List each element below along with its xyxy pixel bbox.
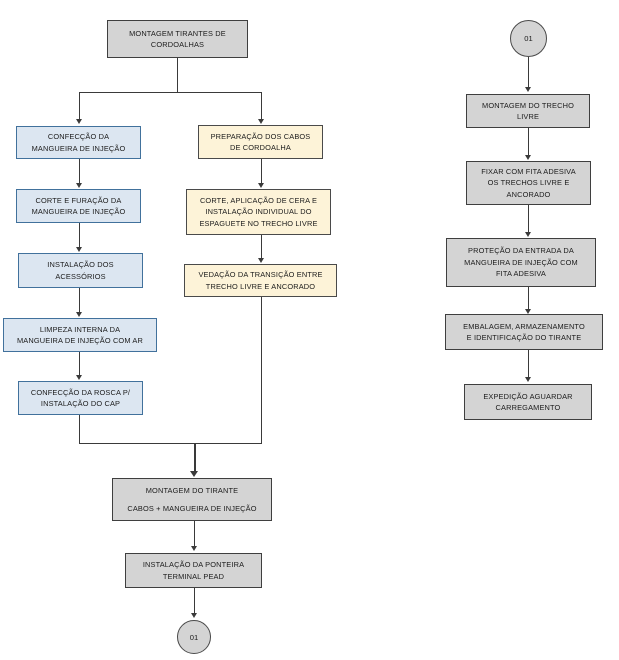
connector-merge-bar — [79, 443, 262, 445]
node-instalacao-dos-acessorios[interactable]: INSTALAÇÃO DOS ACESSÓRIOS — [18, 253, 143, 288]
connector-split-bar — [79, 92, 262, 94]
node-line: CORTE E FURAÇÃO DA — [35, 195, 122, 205]
node-line: MANGUEIRA DE INJEÇÃO COM — [464, 257, 578, 267]
arrow-to-montagem-do-tirante — [190, 471, 199, 477]
node-line: PROTEÇÃO DA ENTRADA DA — [468, 246, 574, 256]
arrow-to-instalacao-acessorios — [75, 247, 82, 252]
node-line: CONFECÇÃO DA — [47, 132, 110, 142]
node-line: CORDOALHAS — [150, 40, 205, 49]
node-protecao-da-entrada-da-mangueira-de-injecao[interactable]: PROTEÇÃO DA ENTRADA DA MANGUEIRA DE INJE… — [446, 238, 596, 287]
node-line: TERMINAL PEAD — [162, 571, 225, 581]
node-line: DE CORDOALHA — [230, 143, 291, 152]
node-instalacao-da-ponteira-terminal-pead[interactable]: INSTALAÇÃO DA PONTEIRA TERMINAL PEAD — [125, 553, 262, 588]
arrow-to-corte-furacao — [75, 183, 82, 188]
node-line: VEDAÇÃO DA TRANSIÇÃO ENTRE — [198, 270, 323, 280]
arrow-to-vedacao-transicao — [257, 258, 264, 263]
arrow-to-fixar-com-fita-adesiva — [524, 155, 531, 160]
connector-blue2-blue3 — [79, 223, 81, 248]
arrow-to-confeccao-mangueira — [75, 119, 82, 124]
node-montagem-do-tirante[interactable]: MONTAGEM DO TIRANTE CABOS + MANGUEIRA DE… — [112, 478, 272, 521]
connector-split-left — [79, 92, 81, 120]
node-montagem-tirantes-de-cordoalhas[interactable]: MONTAGEM TIRANTES DE CORDOALHAS — [107, 20, 248, 58]
node-corte-e-furacao-da-mangueira-de-injecao[interactable]: CORTE E FURAÇÃO DA MANGUEIRA DE INJEÇÃO — [16, 189, 141, 223]
node-line: MANGUEIRA DE INJEÇÃO COM AR — [16, 336, 143, 345]
connector-blue1-blue2 — [79, 159, 81, 184]
arrow-to-limpeza-interna — [75, 312, 82, 317]
node-line: CARREGAMENTO — [495, 403, 561, 412]
arrow-to-confeccao-rosca — [75, 375, 82, 380]
connector-yellow1-yellow2 — [261, 159, 263, 184]
arrow-to-corte-aplicacao-cera — [257, 183, 264, 188]
connector-merge-right-leg — [261, 297, 263, 444]
node-line: INSTALAÇÃO DO CAP — [40, 399, 121, 408]
node-line: EMBALAGEM, ARMAZENAMENTO — [463, 321, 585, 331]
node-confeccao-da-rosca-instalacao-do-cap[interactable]: CONFECÇÃO DA ROSCA P/ INSTALAÇÃO DO CAP — [18, 381, 143, 415]
connector-split-right — [261, 92, 263, 120]
node-line: INSTALAÇÃO INDIVIDUAL DO — [205, 207, 312, 217]
connector-yellow2-yellow3 — [261, 235, 263, 259]
node-corte-aplicacao-de-cera-instalacao-espaguete[interactable]: CORTE, APLICAÇÃO DE CERA E INSTALAÇÃO IN… — [186, 189, 331, 235]
connector-right1-right2 — [528, 128, 530, 156]
connector-blue4-blue5 — [79, 352, 81, 376]
arrow-to-protecao-da-entrada — [524, 232, 531, 237]
node-line: MONTAGEM TIRANTES DE — [129, 28, 226, 38]
node-line: E IDENTIFICAÇÃO DO TIRANTE — [466, 333, 582, 342]
node-preparacao-dos-cabos-de-cordoalha[interactable]: PREPARAÇÃO DOS CABOS DE CORDOALHA — [198, 125, 323, 159]
connector-right3-right4 — [528, 287, 530, 310]
node-montagem-do-trecho-livre[interactable]: MONTAGEM DO TRECHO LIVRE — [466, 94, 590, 128]
node-line: MONTAGEM DO TRECHO — [482, 100, 574, 110]
connector-merge-left-leg — [79, 415, 81, 444]
node-line: OS TRECHOS LIVRE E — [487, 178, 570, 188]
node-fixar-com-fita-adesiva-trechos-livre-e-ancorado[interactable]: FIXAR COM FITA ADESIVA OS TRECHOS LIVRE … — [466, 161, 591, 205]
connector-label: 01 — [524, 34, 533, 43]
arrow-to-connector-01-bottom — [190, 613, 197, 618]
connector-merge-trunk — [194, 443, 197, 473]
node-line: TRECHO LIVRE E ANCORADO — [205, 281, 316, 291]
arrow-to-preparacao-cabos — [257, 119, 264, 124]
connector-blue3-blue4 — [79, 288, 81, 313]
arrow-to-expedicao-aguardar-carregamento — [524, 377, 531, 382]
node-line: LIMPEZA INTERNA DA — [39, 324, 121, 334]
node-line: FITA ADESIVA — [496, 269, 546, 279]
connector-right2-right3 — [528, 205, 530, 233]
connector-merge1-merge2 — [194, 521, 196, 547]
node-vedacao-da-transicao-trecho-livre-e-ancorado[interactable]: VEDAÇÃO DA TRANSIÇÃO ENTRE TRECHO LIVRE … — [184, 264, 337, 297]
connector-circle-01-bottom[interactable]: 01 — [177, 620, 211, 654]
node-confeccao-da-mangueira-de-injecao[interactable]: CONFECÇÃO DA MANGUEIRA DE INJEÇÃO — [16, 126, 141, 159]
node-limpeza-interna-da-mangueira-de-injecao-com-ar[interactable]: LIMPEZA INTERNA DA MANGUEIRA DE INJEÇÃO … — [3, 318, 157, 352]
node-line: MANGUEIRA DE INJEÇÃO — [31, 143, 126, 153]
node-line: ANCORADO — [506, 189, 551, 199]
connector-circle-01-top[interactable]: 01 — [510, 20, 547, 57]
node-line: LIVRE — [516, 112, 540, 121]
node-line: ESPAGUETE NO TRECHO LIVRE — [199, 218, 318, 228]
node-line: EXPEDIÇÃO AGUARDAR — [483, 391, 573, 401]
node-embalagem-armazenamento-identificacao-do-tirante[interactable]: EMBALAGEM, ARMAZENAMENTO E IDENTIFICAÇÃO… — [445, 314, 603, 350]
arrow-to-embalagem-armazenamento — [524, 309, 531, 314]
node-line: FIXAR COM FITA ADESIVA — [481, 166, 576, 176]
node-line: MANGUEIRA DE INJEÇÃO — [31, 207, 126, 216]
arrow-to-instalacao-ponteira — [190, 546, 197, 551]
node-line: CORTE, APLICAÇÃO DE CERA E — [199, 195, 318, 205]
node-line: ACESSÓRIOS — [55, 271, 106, 281]
node-line: MONTAGEM DO TIRANTE — [145, 485, 239, 495]
connector-label: 01 — [189, 632, 199, 642]
node-expedicao-aguardar-carregamento[interactable]: EXPEDIÇÃO AGUARDAR CARREGAMENTO — [464, 384, 592, 420]
node-line: INSTALAÇÃO DOS — [47, 260, 114, 270]
connector-circle-to-right1 — [528, 57, 530, 88]
connector-right4-right5 — [528, 350, 530, 378]
node-line: CONFECÇÃO DA ROSCA P/ — [30, 387, 131, 397]
node-line: PREPARAÇÃO DOS CABOS — [210, 131, 311, 141]
connector-merge2-connector — [194, 588, 196, 614]
node-line: CABOS + MANGUEIRA DE INJEÇÃO — [127, 504, 257, 513]
node-line: INSTALAÇÃO DA PONTEIRA — [142, 560, 245, 570]
connector-start-down — [177, 58, 179, 93]
arrow-to-montagem-trecho-livre — [524, 87, 531, 92]
